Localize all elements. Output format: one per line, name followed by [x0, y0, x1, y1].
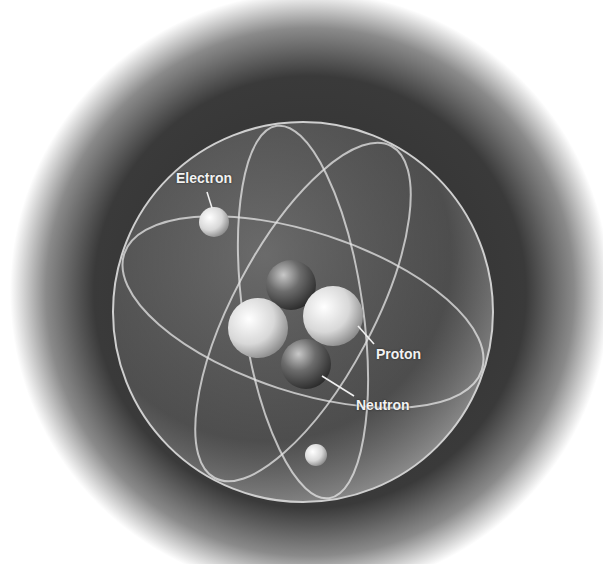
leader-line [207, 192, 212, 208]
orbit [153, 113, 453, 511]
atom-sphere [113, 122, 493, 502]
proton-ball [228, 298, 288, 358]
neutron-ball [281, 339, 331, 389]
orbit-lines [99, 113, 506, 511]
part-label: Electron [176, 170, 232, 186]
proton-ball [303, 286, 363, 346]
leader-lines [207, 192, 374, 396]
electron-ball [305, 444, 327, 466]
leader-line [358, 326, 374, 344]
leader-line [322, 376, 354, 396]
part-label: Proton [376, 346, 421, 362]
part-label: Neutron [356, 397, 410, 413]
dark-halo [10, 0, 603, 564]
electron-ball [199, 207, 229, 237]
orbit [217, 117, 388, 506]
orbit [99, 178, 506, 446]
